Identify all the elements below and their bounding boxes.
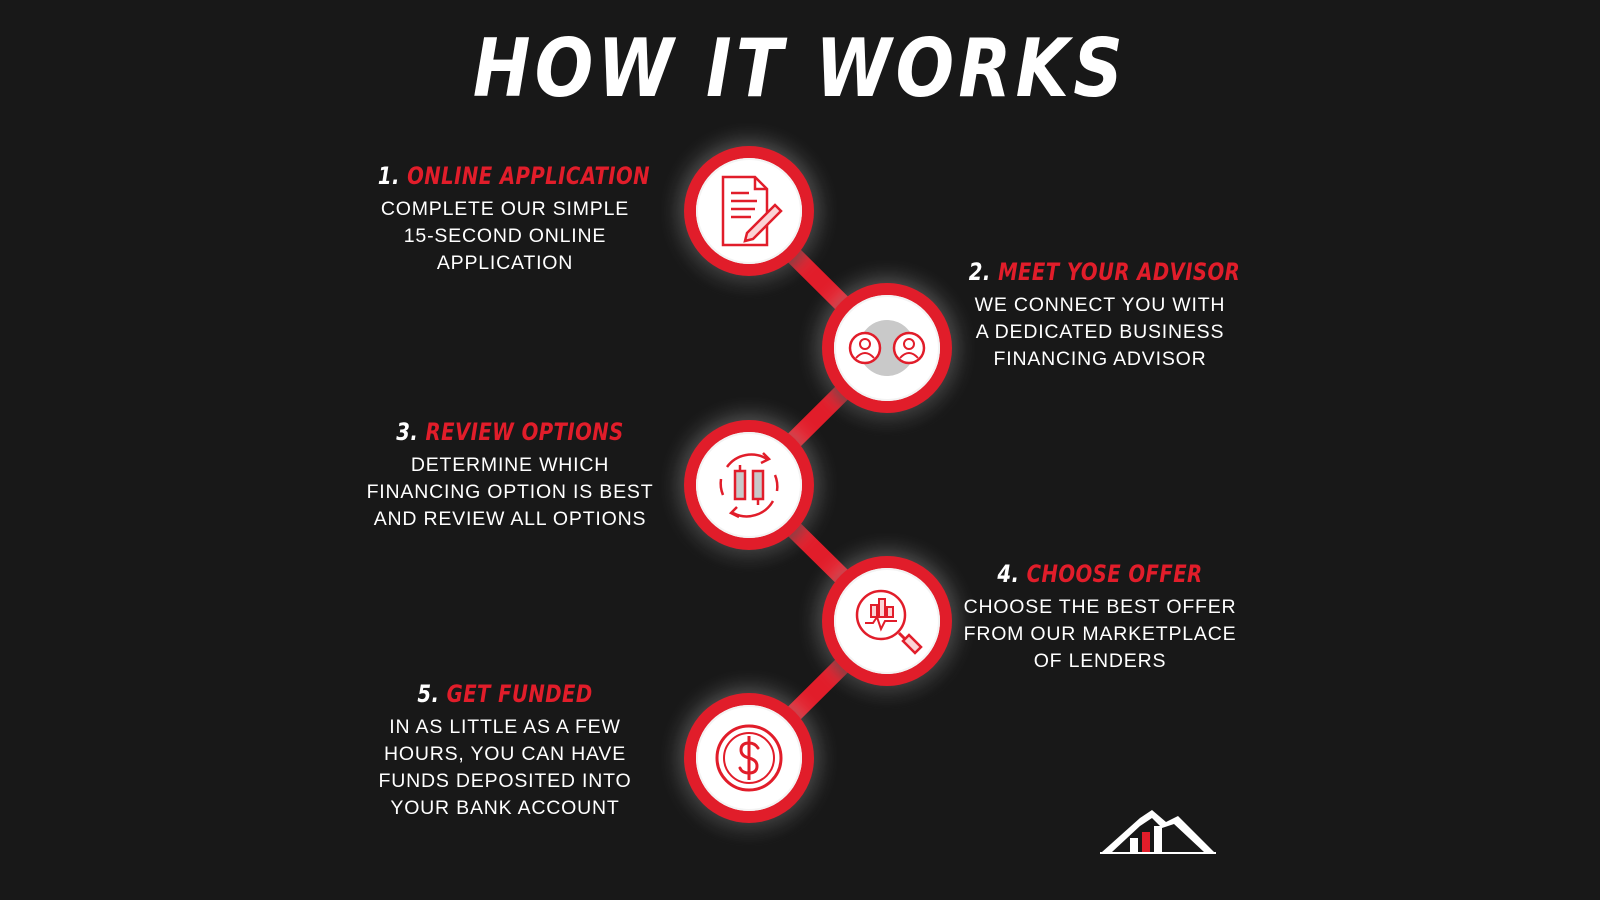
step-4-title: CHOOSE OFFER (1026, 560, 1203, 588)
step-5-node (684, 693, 814, 823)
step-2-node (822, 283, 952, 413)
page-title: HOW IT WORKS (472, 22, 1128, 115)
step-3-number: 3. (396, 418, 419, 446)
magnifier-chart-icon (855, 589, 923, 655)
step-4-node (822, 556, 952, 686)
step-4-description: CHOOSE THE BEST OFFER FROM OUR MARKETPLA… (963, 596, 1237, 672)
step-2-number: 2. (968, 258, 991, 286)
step-1: 1. ONLINE APPLICATION COMPLETE OUR SIMPL… (350, 162, 660, 277)
step-5-number: 5. (417, 680, 440, 708)
step-2-description: WE CONNECT YOU WITH A DEDICATED BUSINESS… (974, 294, 1226, 370)
step-3-title: REVIEW OPTIONS (425, 418, 624, 446)
step-4: 4. CHOOSE OFFER CHOOSE THE BEST OFFER FR… (940, 560, 1260, 675)
mountain-logo (1100, 810, 1216, 854)
document-pen-icon (721, 175, 783, 247)
advisor-people-icon (848, 320, 926, 376)
step-3-description: DETERMINE WHICH FINANCING OPTION IS BEST… (366, 454, 654, 530)
step-1-node (684, 146, 814, 276)
step-2: 2. MEET YOUR ADVISOR WE CONNECT YOU WITH… (940, 258, 1260, 373)
step-1-description: COMPLETE OUR SIMPLE 15-SECOND ONLINE APP… (380, 198, 630, 274)
step-5-description: IN AS LITTLE AS A FEW HOURS, YOU CAN HAV… (378, 716, 632, 819)
step-3-node (684, 420, 814, 550)
step-1-title: ONLINE APPLICATION (407, 162, 651, 190)
step-4-number: 4. (997, 560, 1020, 588)
step-1-number: 1. (377, 162, 400, 190)
step-2-title: MEET YOUR ADVISOR (998, 258, 1241, 286)
compare-options-icon (719, 452, 779, 519)
step-5-title: GET FUNDED (446, 680, 593, 708)
dollar-coin-icon (715, 724, 783, 792)
step-5: 5. GET FUNDED IN AS LITTLE AS A FEW HOUR… (350, 680, 660, 822)
step-3: 3. REVIEW OPTIONS DETERMINE WHICH FINANC… (350, 418, 670, 533)
